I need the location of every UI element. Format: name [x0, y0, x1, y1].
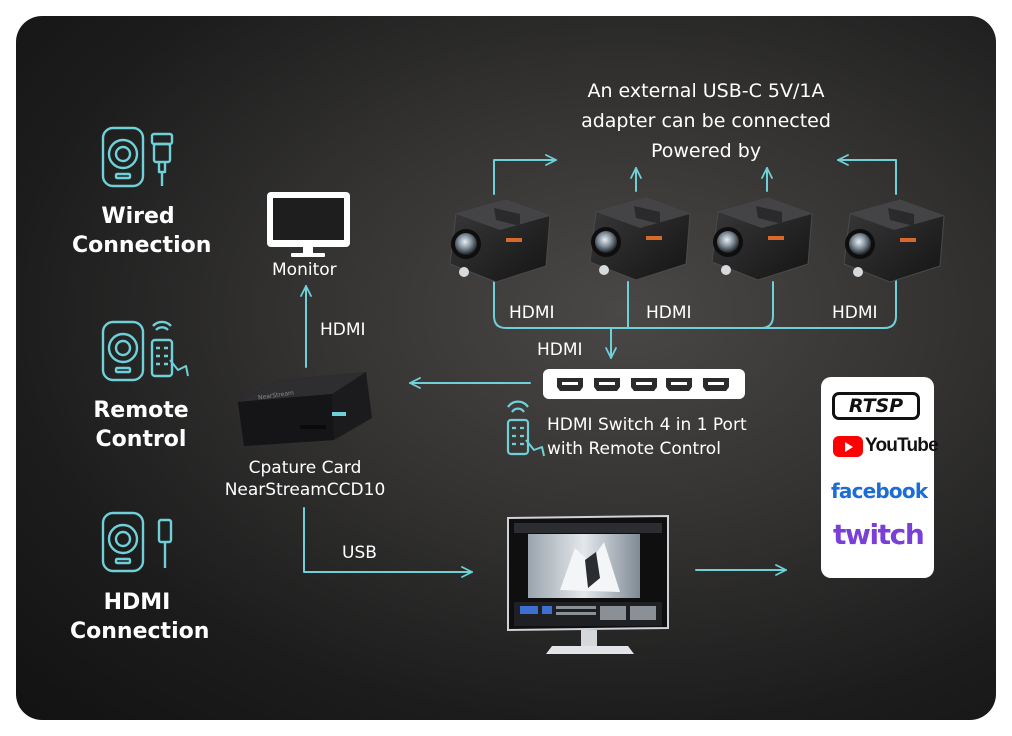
remote-control-label: Remote Control	[76, 396, 206, 454]
hdmi-cam1-label: HDMI	[509, 303, 555, 323]
rtsp-logo: RTSP	[832, 392, 920, 420]
capture-card-line2: NearStreamCCD10	[224, 480, 386, 500]
hdmi-connection-icon	[101, 511, 173, 573]
power-note: An external USB-C 5V/1A adapter can be c…	[568, 76, 844, 166]
camera-2	[589, 197, 691, 281]
wired-label-line1: Wired	[101, 204, 175, 229]
capture-card-label: Cpature Card NearStreamCCD10	[212, 457, 398, 501]
usb-label: USB	[342, 543, 377, 563]
facebook-logo: facebook	[831, 479, 928, 503]
arrow-usb-to-pc	[303, 507, 473, 578]
camera-4	[843, 199, 945, 283]
monitor-label: Monitor	[272, 260, 337, 280]
hdmi-monitor-label: HDMI	[320, 320, 366, 340]
capture-card-device	[238, 372, 372, 446]
hdmi-cam2-label: HDMI	[646, 303, 692, 323]
power-arrow-cam1	[493, 154, 557, 195]
diagram-panel	[16, 16, 996, 720]
youtube-play-icon	[833, 435, 863, 457]
wired-connection-label: Wired Connection	[72, 202, 212, 260]
streaming-platforms-card: RTSP YouTube facebook twitch	[821, 377, 939, 578]
hdmi-switch-line1: HDMI Switch 4 in 1 Port	[547, 415, 747, 435]
remote-label-line2: Control	[95, 427, 187, 452]
hdmi-switch-label: HDMI Switch 4 in 1 Port with Remote Cont…	[547, 413, 747, 461]
hdmi-switch-device	[543, 369, 745, 399]
capture-card-line1: Cpature Card	[248, 458, 362, 478]
power-note-line3: Powered by	[650, 140, 762, 162]
power-note-line2: adapter can be connected	[581, 110, 831, 132]
monitor-icon	[267, 192, 350, 257]
hdmi-label-line1: HDMI	[103, 590, 171, 615]
twitch-logo: twitch	[833, 518, 925, 551]
pc-monitor	[507, 514, 669, 654]
hdmi-switch-line2: with Remote Control	[547, 439, 721, 459]
hdmi-connection-label: HDMI Connection	[70, 588, 210, 646]
hdmi-cam4-label: HDMI	[832, 303, 878, 323]
remote-control-icon	[101, 320, 189, 382]
youtube-logo: YouTube	[833, 435, 939, 457]
switch-remote-icon	[506, 400, 545, 457]
power-note-line1: An external USB-C 5V/1A	[587, 80, 825, 102]
hdmi-bus	[493, 279, 897, 329]
hdmi-switch-input-label: HDMI	[537, 340, 583, 360]
camera-3	[711, 197, 813, 281]
camera-1	[449, 199, 551, 283]
wired-connection-icon	[101, 126, 174, 188]
power-arrow-cam4	[837, 154, 897, 195]
remote-label-line1: Remote	[93, 398, 189, 423]
hdmi-link-cam3	[760, 281, 774, 329]
youtube-wordmark: YouTube	[865, 435, 939, 456]
wired-label-line2: Connection	[72, 233, 212, 258]
hdmi-label-line2: Connection	[70, 619, 210, 644]
